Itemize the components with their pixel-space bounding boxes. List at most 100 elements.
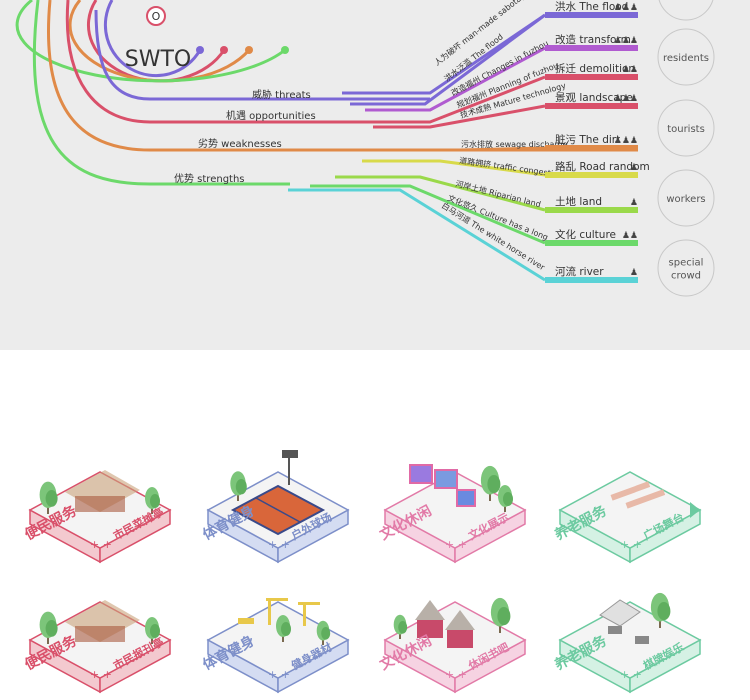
tile-plus: + + xyxy=(445,668,467,681)
tile-plus: + + xyxy=(620,538,642,551)
swto-title: SWTO xyxy=(125,47,191,72)
book-bar-wall xyxy=(447,630,473,648)
tree-trunk xyxy=(489,488,491,501)
fitness-bar xyxy=(303,604,306,626)
court-line xyxy=(255,497,301,523)
tree-crown-shade xyxy=(398,621,408,634)
outcome-label: 洪水 The flood xyxy=(555,1,628,13)
factor-connector xyxy=(362,159,546,177)
factor-connector xyxy=(310,184,546,245)
pavilion-stalls xyxy=(75,496,125,512)
outcome-label: 景观 landscape xyxy=(555,92,633,104)
tree-crown-shade xyxy=(235,479,247,495)
category-label: 机遇 opportunities xyxy=(226,109,316,122)
facility-tile: 便民服务+ +市民报刊亭 xyxy=(22,600,172,694)
tile-plus: + + xyxy=(90,538,112,551)
tile-top xyxy=(558,471,702,549)
tree-trunk xyxy=(47,632,49,644)
outcome-label: 土地 land xyxy=(555,195,602,208)
facility-tile: 养老服务+ +棋牌娱乐 xyxy=(551,592,702,694)
factor-connector xyxy=(342,13,546,95)
factor-connector xyxy=(365,46,546,112)
tile-plus: + + xyxy=(90,668,112,681)
tree-crown-shade xyxy=(281,622,291,636)
fitness-bar xyxy=(268,600,271,625)
plaza-edge xyxy=(690,502,700,518)
stage-bench xyxy=(625,489,666,509)
facility-tiles-panel: 便民服务+ +市民菜摊亭体育健身+ +户外球场文化休闲+ +文化展示养老服务+ … xyxy=(0,350,750,700)
tree-trunk xyxy=(237,490,239,501)
tile-plus: + + xyxy=(268,668,290,681)
group-circle xyxy=(657,99,715,157)
swot-diagram: O SWTO 威胁 threats 机遇 opportunities 劣势 weakne… xyxy=(0,0,750,350)
outcome-label: 文化 culture xyxy=(555,228,616,241)
fitness-machine xyxy=(238,618,254,624)
category-arc xyxy=(103,0,202,78)
group-label: residents xyxy=(663,53,709,64)
facility-tile: 便民服务+ +市民菜摊亭 xyxy=(22,470,172,564)
outcome-label: 脏污 The dirt xyxy=(555,133,620,146)
factor-label: 污水排放 sewage discharge xyxy=(461,139,568,149)
people-icon: ♟♟♟ xyxy=(614,136,638,146)
people-icon: ♟♟♟ xyxy=(614,94,638,104)
factor-connector xyxy=(380,146,546,152)
center-letter-circle xyxy=(146,6,166,26)
outcome-label: 路乱 Road random xyxy=(555,160,650,173)
tree-crown-shade xyxy=(503,492,513,506)
display-board xyxy=(434,469,458,489)
category-line xyxy=(65,0,420,124)
factor-connector xyxy=(373,104,546,129)
factor-connector xyxy=(288,188,546,282)
stage-bench xyxy=(610,481,651,501)
group-label: crowd xyxy=(671,271,701,282)
people-icon: ♟♟♟ xyxy=(614,36,638,46)
tree-crown-shade xyxy=(45,490,58,507)
factor-connector xyxy=(335,175,546,212)
people-icon: ♟ xyxy=(630,163,638,173)
center-letter: O xyxy=(152,10,161,23)
facility-tile: 文化休闲+ +文化展示 xyxy=(377,464,527,564)
tree-crown-shade xyxy=(321,627,331,640)
tree-crown-shade xyxy=(657,602,671,621)
display-board xyxy=(456,489,476,507)
category-arc xyxy=(68,0,251,83)
facility-tile: 体育健身+ +健身器材 xyxy=(200,598,350,694)
facility-tile: 文化休闲+ +休闲书吧 xyxy=(377,597,527,694)
people-icon: ♟♟♟ xyxy=(614,3,638,13)
factor-connector xyxy=(350,13,546,106)
arc-end-dot xyxy=(281,46,289,54)
book-bar-roof xyxy=(445,610,475,630)
group-label: tourists xyxy=(667,124,705,135)
category-label: 优势 strengths xyxy=(174,172,245,185)
tree-crown-shade xyxy=(150,624,160,638)
group-circle-partial xyxy=(658,0,714,21)
arc-end-dot xyxy=(196,46,204,54)
hoop-board xyxy=(282,450,298,458)
book-bar-wall xyxy=(417,620,443,638)
category-label: 劣势 weaknesses xyxy=(198,137,282,150)
facility-tile: 体育健身+ +户外球场 xyxy=(200,450,350,564)
people-icon: ♟ xyxy=(630,268,638,278)
outcome-label: 拆迁 demolition xyxy=(555,62,635,75)
hoop-post xyxy=(288,455,290,485)
fitness-bar-top xyxy=(298,602,320,605)
arc-end-dot xyxy=(245,46,253,54)
category-arc xyxy=(86,0,226,83)
tiles-svg: 便民服务+ +市民菜摊亭体育健身+ +户外球场文化休闲+ +文化展示养老服务+ … xyxy=(22,450,702,694)
category-label: 威胁 threats xyxy=(252,88,311,101)
tree-crown-shade xyxy=(150,494,160,508)
outcome-label: 河流 river xyxy=(555,265,604,278)
group-circle xyxy=(657,239,715,297)
tree-crown-shade xyxy=(497,607,511,626)
category-line xyxy=(94,9,430,101)
group-circle xyxy=(657,28,715,86)
tree-crown-shade xyxy=(487,475,501,494)
arc-end-dot xyxy=(220,46,228,54)
people-icon: ♟ xyxy=(630,198,638,208)
people-icon: ♟♟ xyxy=(622,65,638,75)
chess-table xyxy=(608,626,622,634)
factor-connector xyxy=(370,75,546,124)
people-icon: ♟♟ xyxy=(622,231,638,241)
tile-plus: + + xyxy=(445,538,467,551)
facility-tile: 养老服务+ +广场舞台 xyxy=(551,471,702,564)
